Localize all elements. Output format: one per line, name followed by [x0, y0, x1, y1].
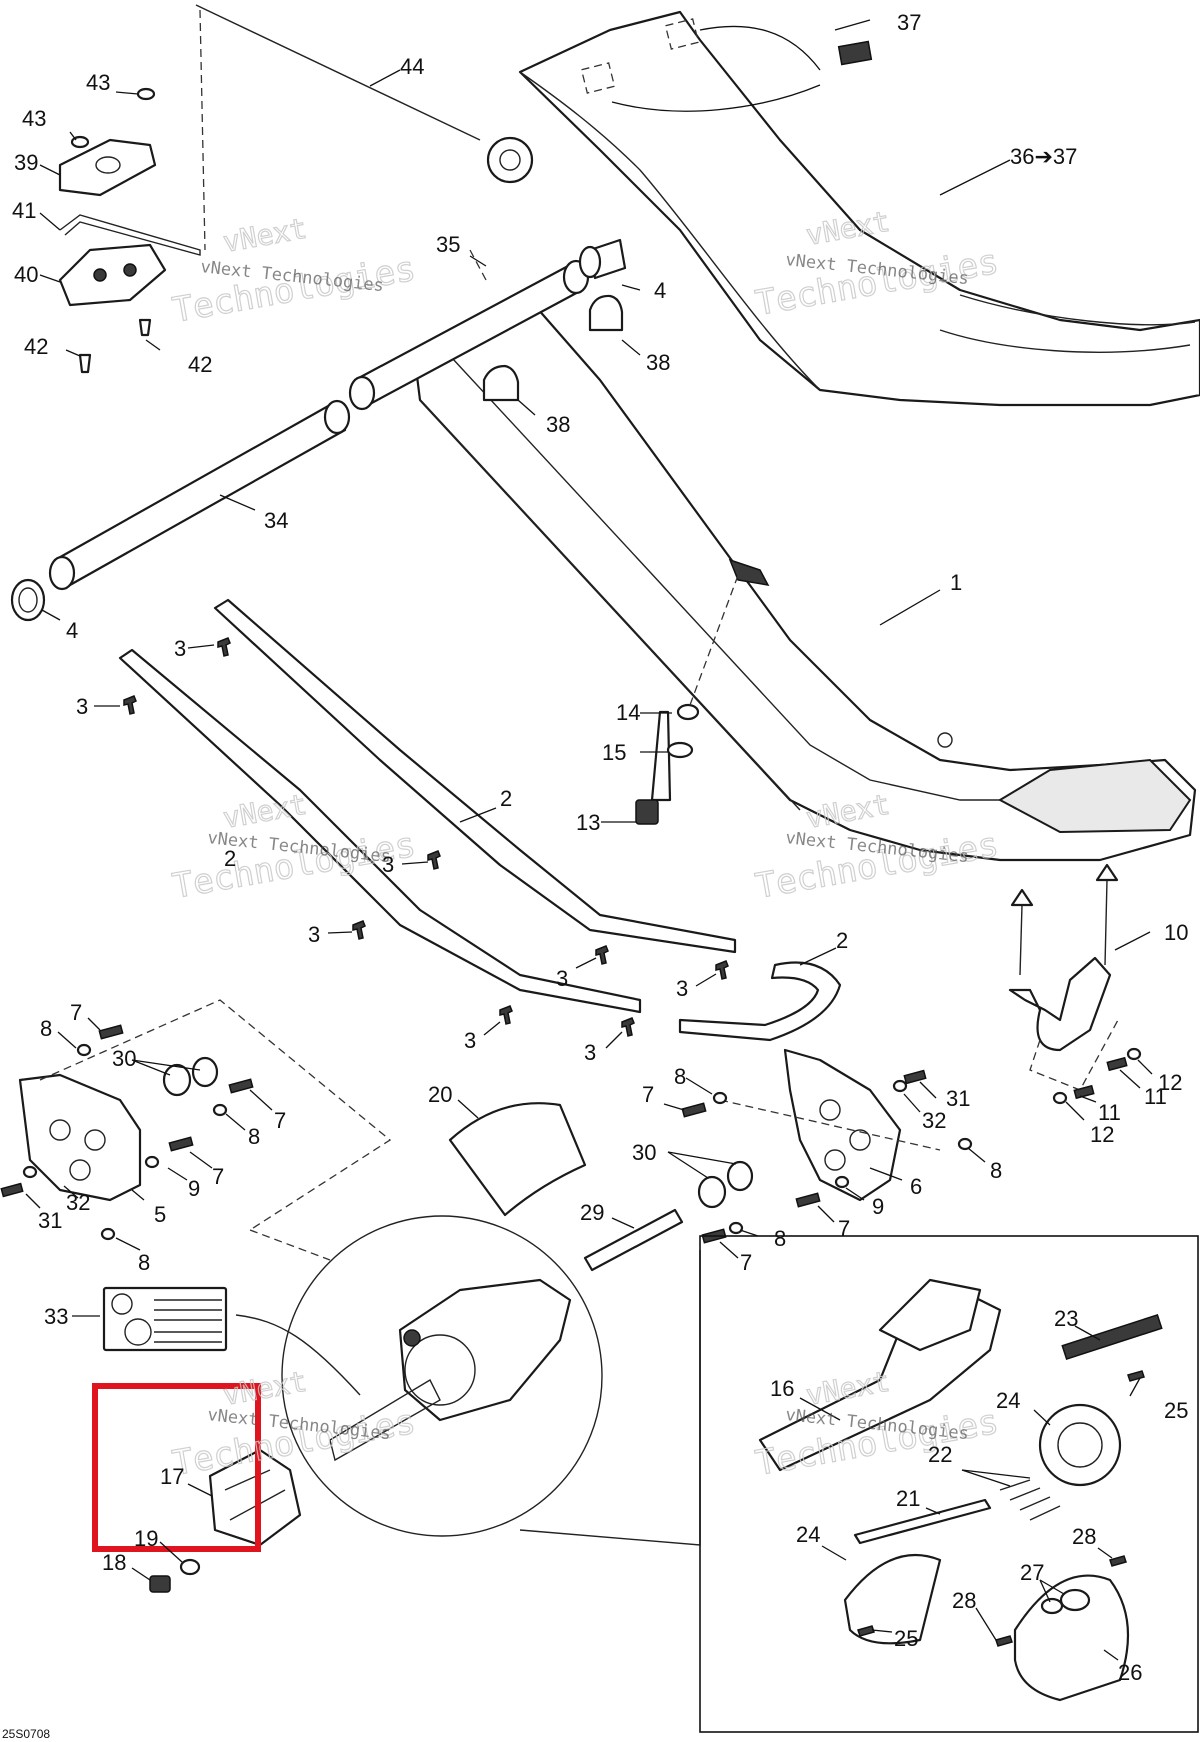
- callout-1: 1: [950, 570, 962, 595]
- callout-7: 7: [740, 1250, 752, 1275]
- callout-16: 16: [770, 1376, 794, 1401]
- callout-8: 8: [138, 1250, 150, 1275]
- bushing-parts: [162, 1056, 754, 1272]
- callout-labels: 37 36➔37 44 43 43 39 41 40 42 42 35 4 38…: [12, 10, 1188, 1685]
- callout-34: 34: [264, 508, 288, 533]
- runner-part: [118, 598, 842, 1042]
- callout-41: 41: [12, 198, 36, 223]
- callout-5: 5: [154, 1202, 166, 1227]
- callout-8: 8: [774, 1226, 786, 1251]
- callout-38: 38: [646, 350, 670, 375]
- callout-8: 8: [990, 1158, 1002, 1183]
- callout-40: 40: [14, 262, 38, 287]
- callout-21: 21: [896, 1486, 920, 1511]
- callout-43: 43: [86, 70, 110, 95]
- callout-28: 28: [1072, 1524, 1096, 1549]
- decal-part: [102, 1286, 361, 1396]
- callout-23: 23: [1054, 1306, 1078, 1331]
- callout-30: 30: [112, 1046, 136, 1071]
- callout-10: 10: [1164, 920, 1188, 945]
- callout-15: 15: [602, 740, 626, 765]
- callout-11: 11: [1098, 1100, 1121, 1125]
- callout-31: 31: [946, 1086, 970, 1111]
- inset-parts: [758, 1278, 1163, 1702]
- side-plate-right: [719, 1048, 941, 1202]
- callout-3: 3: [584, 1040, 596, 1065]
- callout-4: 4: [654, 278, 666, 303]
- callout-24: 24: [796, 1522, 820, 1547]
- detail-inset-box: [699, 1235, 1199, 1733]
- callout-3: 3: [382, 852, 394, 877]
- fastener-parts: [0, 1024, 1142, 1244]
- callout-42: 42: [24, 334, 48, 359]
- callout-22: 22: [928, 1442, 952, 1467]
- callout-7: 7: [212, 1164, 224, 1189]
- cable-part: [58, 4, 534, 374]
- callout-8: 8: [674, 1064, 686, 1089]
- callout-26: 26: [1118, 1660, 1142, 1685]
- callout-32: 32: [66, 1190, 90, 1215]
- callout-9: 9: [872, 1194, 884, 1219]
- callout-44: 44: [400, 54, 424, 79]
- screw-parts: [123, 637, 729, 1037]
- callout-11: 11: [1144, 1084, 1167, 1109]
- callout-39: 39: [14, 150, 38, 175]
- diagram-code: 25S0708: [2, 1727, 50, 1741]
- callout-2: 2: [500, 786, 512, 811]
- side-plate-left: [18, 999, 392, 1231]
- callout-3: 3: [174, 636, 186, 661]
- callout-42: 42: [188, 352, 212, 377]
- callout-37: 37: [897, 10, 921, 35]
- callout-7: 7: [642, 1082, 654, 1107]
- callout-36-37: 36➔37: [1010, 144, 1077, 169]
- callout-3: 3: [556, 966, 568, 991]
- callout-3: 3: [308, 922, 320, 947]
- callout-32: 32: [922, 1108, 946, 1133]
- callout-9: 9: [188, 1176, 200, 1201]
- bolt-part: [635, 569, 741, 825]
- callout-25: 25: [1164, 1398, 1188, 1423]
- callout-43: 43: [22, 106, 46, 131]
- callout-3: 3: [76, 694, 88, 719]
- callout-2: 2: [224, 846, 236, 871]
- callout-24: 24: [996, 1388, 1020, 1413]
- callout-8: 8: [248, 1124, 260, 1149]
- callout-30: 30: [632, 1140, 656, 1165]
- callout-28: 28: [952, 1588, 976, 1613]
- bracket-part: [1008, 863, 1119, 1091]
- highlight-box: [92, 1383, 261, 1552]
- callout-33: 33: [44, 1304, 68, 1329]
- callout-12: 12: [1090, 1122, 1114, 1147]
- pivot-shaft-part: [10, 238, 627, 622]
- callout-13: 13: [576, 810, 600, 835]
- callout-14: 14: [616, 700, 640, 725]
- callout-31: 31: [38, 1208, 62, 1233]
- callout-35: 35: [436, 232, 460, 257]
- callout-19: 19: [134, 1526, 158, 1551]
- callout-8: 8: [40, 1016, 52, 1041]
- callout-7: 7: [70, 1000, 82, 1025]
- rail-part: [413, 298, 1197, 862]
- callout-12: 12: [1158, 1070, 1182, 1095]
- seat-part: [518, 10, 1200, 407]
- callout-38: 38: [546, 412, 570, 437]
- callout-3: 3: [464, 1028, 476, 1053]
- callout-29: 29: [580, 1200, 604, 1225]
- callout-6: 6: [910, 1174, 922, 1199]
- leader-lines: [25, 19, 1153, 1661]
- callout-7: 7: [838, 1216, 850, 1241]
- callout-4: 4: [66, 618, 78, 643]
- callout-7: 7: [274, 1108, 286, 1133]
- callout-27: 27: [1020, 1560, 1044, 1585]
- callout-3: 3: [676, 976, 688, 1001]
- callout-2: 2: [836, 928, 848, 953]
- callout-25: 25: [894, 1626, 918, 1651]
- callout-17: 17: [160, 1464, 184, 1489]
- callout-18: 18: [102, 1550, 126, 1575]
- callout-20: 20: [428, 1082, 452, 1107]
